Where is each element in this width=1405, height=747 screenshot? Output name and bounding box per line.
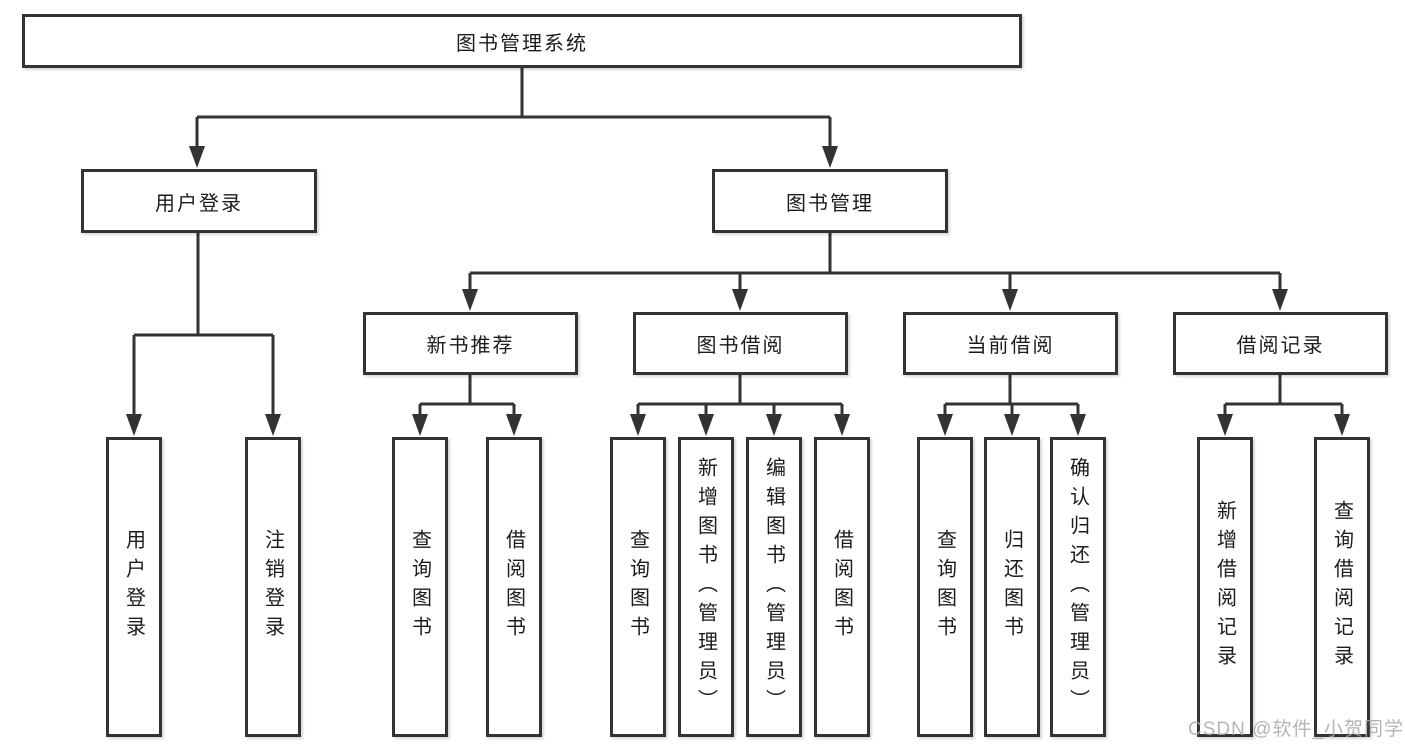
node-book-borrowing: 图书借阅 — [633, 312, 848, 375]
node-label: 确认归还（管理员） — [1066, 456, 1089, 718]
node-label: 用户登录 — [122, 529, 145, 645]
node-label: 新增借阅记录 — [1213, 500, 1236, 674]
node-label: 借阅图书 — [502, 529, 525, 645]
node-label: 图书管理系统 — [456, 32, 588, 55]
node-label: 新增图书（管理员） — [694, 456, 717, 718]
node-label: 查询借阅记录 — [1330, 500, 1353, 674]
node-label: 查询图书 — [408, 529, 431, 645]
node-label: 图书借阅 — [696, 335, 785, 357]
node-leaf-confirm-return-admin: 确认归还（管理员） — [1050, 437, 1106, 737]
node-leaf-logout: 注销登录 — [245, 437, 301, 737]
node-label: 新书推荐 — [426, 335, 515, 357]
arrowheads — [126, 146, 1350, 436]
node-new-book-recommendation: 新书推荐 — [363, 312, 578, 375]
node-label: 借阅图书 — [830, 529, 853, 645]
node-leaf-search-borrow-record: 查询借阅记录 — [1314, 437, 1370, 737]
node-leaf-edit-books-admin: 编辑图书（管理员） — [746, 437, 802, 737]
node-borrowing-records: 借阅记录 — [1173, 312, 1388, 375]
node-leaf-user-login: 用户登录 — [106, 437, 162, 737]
node-leaf-borrow-books-recommend: 借阅图书 — [486, 437, 542, 737]
node-leaf-add-borrow-record: 新增借阅记录 — [1197, 437, 1253, 737]
node-leaf-add-books-admin: 新增图书（管理员） — [678, 437, 734, 737]
node-label: 用户登录 — [155, 192, 243, 215]
node-library-management-system: 图书管理系统 — [22, 14, 1022, 68]
node-label: 借阅记录 — [1236, 335, 1325, 357]
node-leaf-search-books-recommend: 查询图书 — [392, 437, 448, 737]
node-leaf-borrow-books: 借阅图书 — [814, 437, 870, 737]
node-label: 归还图书 — [1000, 529, 1023, 645]
node-current-borrowing: 当前借阅 — [903, 312, 1118, 375]
node-user-login: 用户登录 — [81, 169, 317, 233]
node-label: 图书管理 — [786, 192, 874, 215]
node-label: 查询图书 — [933, 529, 956, 645]
node-label: 编辑图书（管理员） — [762, 456, 785, 718]
node-leaf-return-books: 归还图书 — [984, 437, 1040, 737]
node-book-management: 图书管理 — [712, 169, 948, 233]
csdn-watermark: CSDN @软件_小贺同学 — [1188, 719, 1404, 740]
node-label: 查询图书 — [626, 529, 649, 645]
node-label: 当前借阅 — [966, 335, 1055, 357]
node-leaf-search-books-current: 查询图书 — [917, 437, 973, 737]
node-label: 注销登录 — [261, 529, 284, 645]
node-leaf-search-books-borrowing: 查询图书 — [610, 437, 666, 737]
